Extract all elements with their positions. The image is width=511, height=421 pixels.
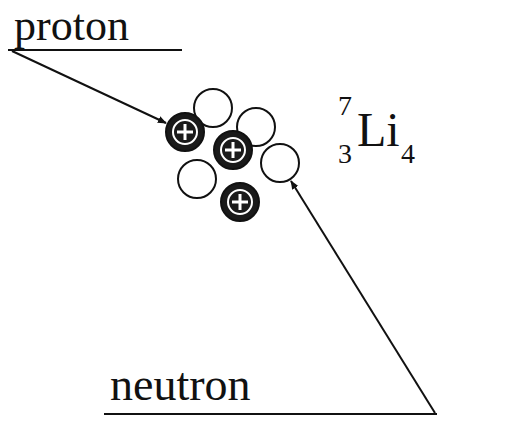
underline [8,49,182,51]
element-symbol: Li [357,106,400,154]
proton-circle [221,183,259,221]
leader-arrow [12,51,166,123]
neutron-circle [178,160,216,198]
neutron-circle [261,144,299,182]
leader-arrow [291,181,435,413]
atomic-number: 3 [338,140,352,168]
proton-circle [166,113,204,151]
part-label: neutron [110,362,251,408]
mass-number: 7 [338,92,352,120]
underline [104,413,437,415]
proton-circle [214,131,252,169]
part-label: proton [14,4,129,48]
neutron-number: 4 [401,140,415,168]
